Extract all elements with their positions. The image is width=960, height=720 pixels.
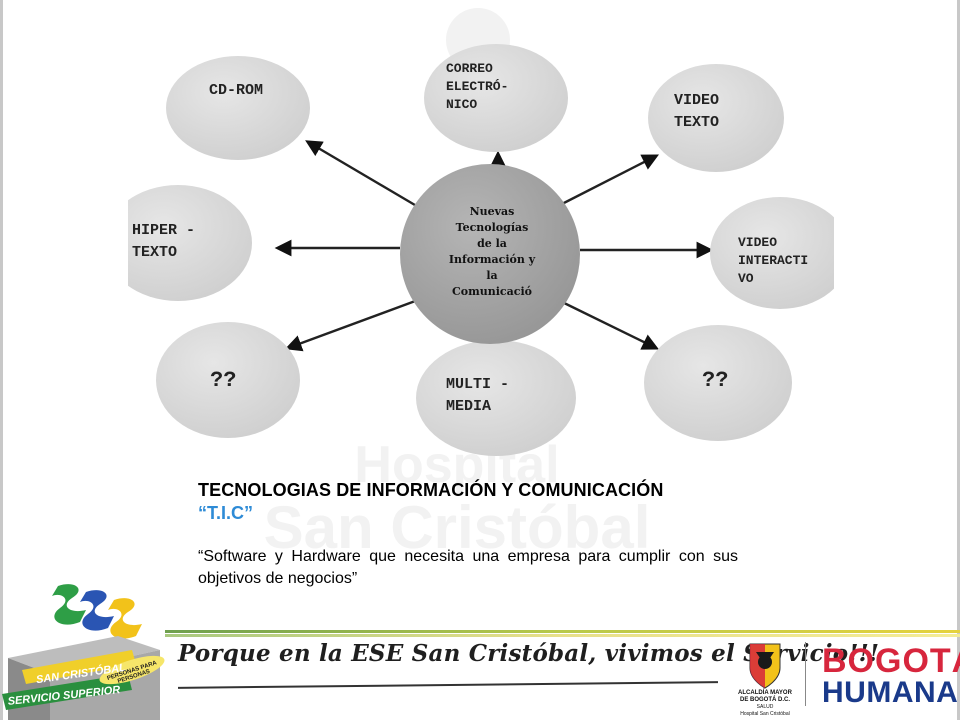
arrow-to-videotexto xyxy=(557,154,659,208)
logo-s-blue xyxy=(80,590,114,631)
arrow-to-unknown-right xyxy=(557,298,660,350)
center-line2: Tecnologías xyxy=(456,221,529,234)
alcaldia-text: ALCALDÍA MAYOR DE BOGOTÁ D.C. SALUD Hosp… xyxy=(730,690,800,718)
alcaldia-line3: SALUD xyxy=(756,704,774,710)
node-hipertexto-line2: TEXTO xyxy=(132,244,177,261)
center-line6: Comunicació xyxy=(452,285,532,298)
alcaldia-line4: Hospital San Cristóbal xyxy=(740,711,790,717)
node-cdrom-shape xyxy=(166,56,310,160)
tic-diagram: CD-ROM CORREO ELECTRÓ- NICO VIDEO TEXTO … xyxy=(128,44,834,456)
slide-frame-right xyxy=(957,0,960,720)
node-videointeractivo-line2: INTERACTI xyxy=(738,253,808,268)
watermark-line2: San Cristóbal xyxy=(264,494,651,561)
arrow-to-cdrom xyxy=(305,140,421,210)
node-correo-line3: NICO xyxy=(446,97,477,112)
footer-divider xyxy=(805,642,806,706)
center-line5: la xyxy=(486,269,497,282)
logo-box-top xyxy=(8,636,160,674)
node-multimedia-line2: MEDIA xyxy=(446,398,491,415)
node-multimedia-shape xyxy=(416,340,576,456)
logo-banner-top xyxy=(22,650,136,684)
node-videotexto: VIDEO TEXTO xyxy=(648,64,784,172)
node-correo-line1: CORREO xyxy=(446,61,493,76)
node-videointeractivo-shape xyxy=(710,197,834,309)
node-unknown-right: ?? xyxy=(644,325,792,441)
node-videointeractivo-line1: VIDEO xyxy=(738,235,777,250)
logo-s-green xyxy=(52,584,86,625)
center-line1: Nuevas xyxy=(470,205,515,218)
slide-title: TECNOLOGIAS DE INFORMACIÓN Y COMUNICACIÓ… xyxy=(198,480,664,500)
node-videointeractivo-line3: VO xyxy=(738,271,754,286)
center-line4: Información y xyxy=(449,253,536,266)
slide-description: “Software y Hardware que necesita una em… xyxy=(198,548,738,587)
node-cdrom-line1: CD-ROM xyxy=(209,82,263,99)
center-line3: de la xyxy=(477,237,507,250)
node-multimedia: MULTI - MEDIA xyxy=(416,340,576,456)
footer-band-light xyxy=(165,634,960,637)
alcaldia-line2: DE BOGOTÁ D.C. xyxy=(739,697,790,703)
logo-banner-bottom xyxy=(2,674,132,710)
footer-band-dark xyxy=(165,630,960,633)
humana-wordmark: HUMANA xyxy=(822,676,959,709)
shield-icon xyxy=(749,643,781,689)
node-videointeractivo: VIDEO INTERACTI VO xyxy=(710,197,834,309)
node-center: Nuevas Tecnologías de la Información y l… xyxy=(400,164,580,344)
node-multimedia-line1: MULTI - xyxy=(446,376,509,393)
logo-s-yellow xyxy=(108,598,142,639)
node-unknown-right-line1: ?? xyxy=(702,368,728,393)
node-videotexto-line2: TEXTO xyxy=(674,114,719,131)
node-hipertexto-line1: HIPER - xyxy=(132,222,195,239)
node-correo-shape xyxy=(424,44,568,152)
arrow-to-unknown-left xyxy=(284,298,419,352)
footer-slogan: Porque en la ESE San Cristóbal, vivimos … xyxy=(178,640,880,667)
node-center-shape xyxy=(400,164,580,344)
node-unknown-left: ?? xyxy=(156,322,300,438)
bogota-wordmark: BOGOTÁ xyxy=(822,642,960,680)
node-unknown-left-shape xyxy=(156,322,300,438)
node-cdrom: CD-ROM xyxy=(166,56,310,160)
node-hipertexto: HIPER - TEXTO xyxy=(128,185,252,301)
node-correo-line2: ELECTRÓ- xyxy=(446,79,508,94)
alcaldia-logo: ALCALDÍA MAYOR DE BOGOTÁ D.C. SALUD Hosp… xyxy=(730,640,800,720)
slide-abbreviation: “T.I.C” xyxy=(198,503,254,523)
logo-badge xyxy=(99,655,165,685)
node-videotexto-shape xyxy=(648,64,784,172)
node-unknown-right-shape xyxy=(644,325,792,441)
node-hipertexto-shape xyxy=(128,185,252,301)
san-cristobal-logo xyxy=(2,584,165,720)
node-correo: CORREO ELECTRÓ- NICO xyxy=(424,44,568,152)
node-unknown-left-line1: ?? xyxy=(210,368,236,393)
node-videotexto-line1: VIDEO xyxy=(674,92,719,109)
slide-frame-left xyxy=(0,0,3,720)
alcaldia-line1: ALCALDÍA MAYOR xyxy=(738,690,792,696)
diagram-arrows xyxy=(274,140,714,354)
title-block: TECNOLOGIAS DE INFORMACIÓN Y COMUNICACIÓ… xyxy=(198,480,758,524)
